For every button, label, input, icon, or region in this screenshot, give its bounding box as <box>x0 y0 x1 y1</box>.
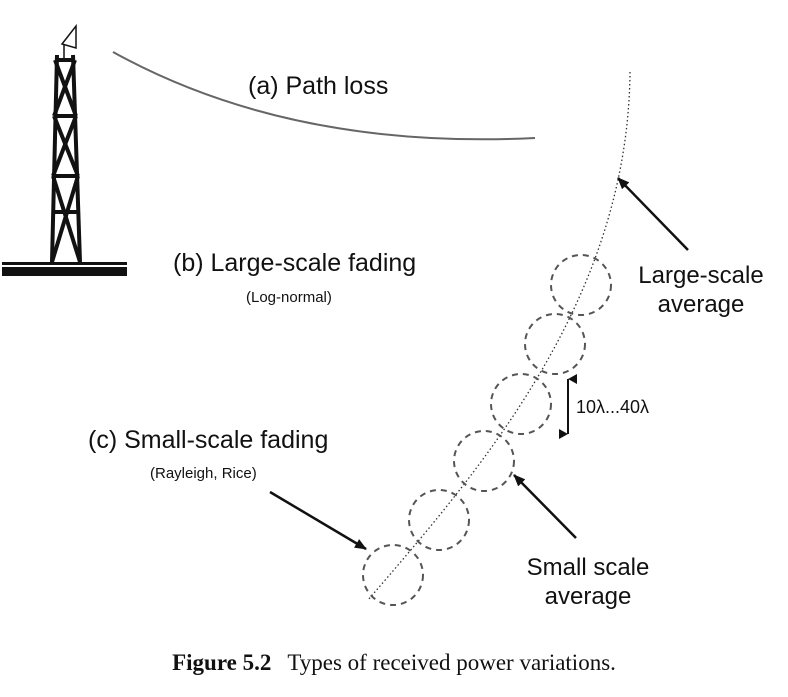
fading-circle <box>490 373 552 435</box>
figure-caption-text: Types of received power variations. <box>287 650 616 675</box>
path-loss-curve <box>112 51 536 141</box>
tower-icon <box>50 54 82 263</box>
large-scale-average-label: Large-scale average <box>626 261 776 319</box>
ground <box>2 262 127 276</box>
large-scale-average-arrow <box>617 177 689 251</box>
small-scale-fading-label: (c) Small-scale fading <box>88 426 329 454</box>
small-scale-average-line1: Small scale <box>526 554 650 581</box>
path-loss-label: (a) Path loss <box>248 72 389 100</box>
fading-circle <box>408 489 470 551</box>
large-scale-fading-sublabel: (Log-normal) <box>246 289 332 306</box>
fading-circle <box>524 313 586 375</box>
small-scale-average-arrow <box>513 474 577 539</box>
fading-circle <box>550 254 612 316</box>
large-scale-average-line2: average <box>657 291 745 318</box>
figure-caption: Figure 5.2 Types of received power variat… <box>0 650 788 676</box>
fading-circle <box>453 430 515 492</box>
small-scale-average-line2: average <box>544 583 632 610</box>
figure-number: Figure 5.2 <box>172 650 272 675</box>
antenna-icon <box>60 23 77 60</box>
large-scale-fading-label: (b) Large-scale fading <box>173 249 417 277</box>
small-scale-fading-arrow <box>269 490 367 551</box>
small-scale-fading-sublabel: (Rayleigh, Rice) <box>150 465 257 482</box>
large-scale-average-curve <box>367 71 631 601</box>
fading-circle <box>362 544 424 606</box>
spacing-label: 10λ...40λ <box>576 397 650 417</box>
small-scale-average-label: Small scale average <box>508 553 668 611</box>
small-scale-circles <box>362 254 612 606</box>
large-scale-average-line1: Large-scale <box>638 262 764 289</box>
